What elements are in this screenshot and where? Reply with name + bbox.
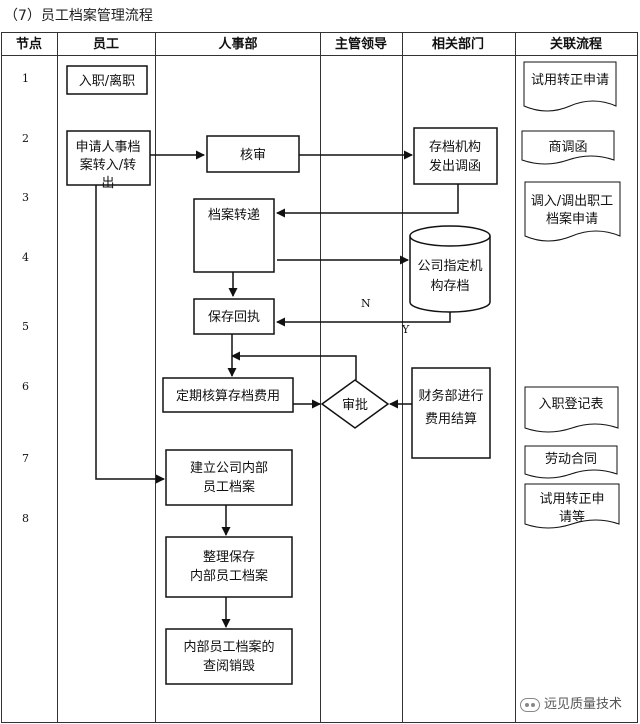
header-related-process: 关联流程 bbox=[550, 36, 602, 52]
node-number: 6 bbox=[22, 380, 29, 393]
column-headers: 节点 员工 人事部 主管领导 相关部门 关联流程 bbox=[16, 36, 602, 52]
decision-approve bbox=[320, 379, 390, 429]
arrow-apply-to-internal-file bbox=[95, 185, 165, 484]
diagram-title: （7）员工档案管理流程 bbox=[4, 8, 153, 24]
box-consult-destroy-line: 内部员工档案的 bbox=[183, 639, 274, 655]
arrow-letter-to-transfer bbox=[276, 184, 459, 218]
box-organize-line: 整理保存 bbox=[203, 550, 255, 565]
box-onboard-offboard bbox=[66, 65, 148, 95]
box-internal-file bbox=[165, 449, 293, 506]
box-organize-file bbox=[165, 536, 293, 598]
box-consult-destroy bbox=[165, 628, 293, 685]
box-finance-line: 费用结算 bbox=[425, 412, 477, 427]
box-save-receipt-label: 保存回执 bbox=[208, 310, 260, 325]
box-internal-file-line: 员工档案 bbox=[203, 480, 255, 495]
doc-entry-form bbox=[524, 386, 619, 433]
doc-label: 试用转正申请 bbox=[531, 73, 609, 88]
box-archive-agency-letter bbox=[413, 127, 498, 185]
header-hr: 人事部 bbox=[218, 36, 257, 52]
box-finance-line: 财务部进行 bbox=[418, 388, 483, 404]
box-internal-file-line: 建立公司内部 bbox=[190, 460, 268, 476]
header-employee: 员工 bbox=[93, 37, 119, 52]
box-apply-file-transfer-line: 申请人事档 bbox=[75, 140, 140, 155]
cylinder-storage-line: 公司指定机 bbox=[417, 259, 482, 274]
box-finance-settlement bbox=[411, 367, 491, 459]
arrow-approve-loop-back bbox=[231, 351, 357, 380]
node-number: 1 bbox=[22, 72, 29, 85]
doc-probation-application-2 bbox=[524, 483, 620, 529]
box-archive-agency-line: 存档机构 bbox=[429, 140, 481, 155]
node-number: 8 bbox=[22, 512, 29, 525]
box-onboard-offboard-label: 入职/离职 bbox=[79, 73, 135, 89]
doc-label: 档案申请 bbox=[546, 212, 598, 227]
box-review bbox=[206, 135, 300, 173]
header-related-dept: 相关部门 bbox=[432, 36, 484, 52]
cylinder-storage-line: 构存档 bbox=[430, 279, 469, 294]
doc-transfer-letter bbox=[521, 130, 615, 165]
box-file-transfer-label: 档案转递 bbox=[208, 208, 260, 223]
doc-label: 入职登记表 bbox=[538, 397, 603, 412]
doc-label: 请等 bbox=[559, 509, 585, 525]
decision-approve-label: 审批 bbox=[342, 398, 368, 413]
label-no: N bbox=[361, 297, 371, 310]
doc-probation-application-1 bbox=[523, 61, 617, 112]
watermark-text: 远见质量技术 bbox=[543, 697, 622, 712]
cylinder-designated-storage bbox=[409, 225, 491, 313]
box-consult-destroy-line: 查阅销毁 bbox=[203, 659, 255, 674]
node-number: 7 bbox=[22, 452, 29, 465]
doc-file-transfer-application bbox=[524, 181, 621, 242]
watermark: 远见质量技术 bbox=[519, 693, 622, 712]
box-apply-file-transfer-line: 案转入/转 bbox=[80, 158, 136, 173]
header-supervisor: 主管领导 bbox=[335, 36, 387, 52]
box-archive-agency-line: 发出调函 bbox=[429, 158, 481, 174]
box-apply-file-transfer-line: 出 bbox=[101, 176, 114, 191]
doc-labor-contract bbox=[524, 445, 618, 479]
connectors bbox=[95, 150, 459, 628]
node-number: 4 bbox=[22, 251, 29, 264]
node-number: 2 bbox=[22, 132, 29, 145]
doc-label: 调入/调出职工 bbox=[531, 194, 613, 209]
box-file-transfer bbox=[193, 198, 275, 273]
box-periodic-cost bbox=[162, 377, 294, 413]
box-review-label: 核审 bbox=[240, 148, 266, 163]
label-yes: Y bbox=[401, 323, 410, 336]
node-numbers: 1 2 3 4 5 6 7 8 bbox=[22, 72, 29, 525]
node-number: 3 bbox=[22, 191, 29, 204]
doc-label: 劳动合同 bbox=[545, 451, 597, 467]
box-save-receipt bbox=[193, 298, 275, 335]
node-number: 5 bbox=[22, 320, 29, 333]
swimlane-grid bbox=[1, 32, 638, 723]
box-periodic-cost-label: 定期核算存档费用 bbox=[176, 389, 280, 404]
doc-label: 商调函 bbox=[548, 140, 587, 155]
box-apply-file-transfer bbox=[66, 130, 151, 186]
wechat-icon bbox=[519, 697, 540, 712]
doc-label: 试用转正申 bbox=[539, 492, 604, 507]
header-node: 节点 bbox=[16, 36, 42, 52]
box-organize-line: 内部员工档案 bbox=[190, 568, 268, 584]
